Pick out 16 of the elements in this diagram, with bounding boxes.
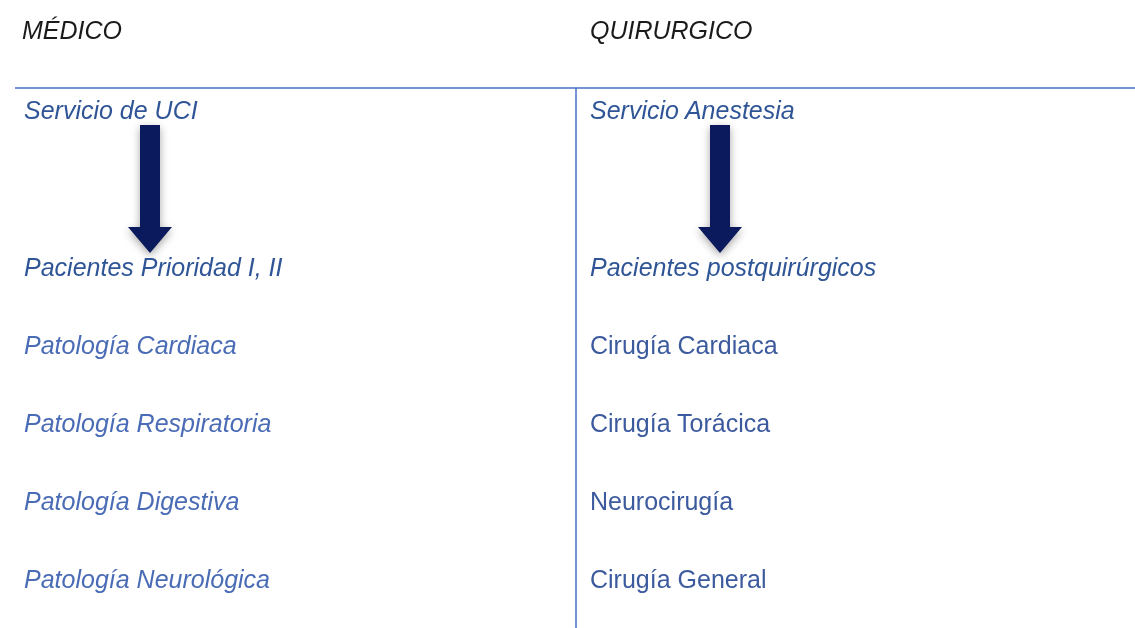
list-item: Patología Neurológica [24, 564, 270, 594]
heading-text: Pacientes Prioridad I, II [24, 252, 283, 282]
down-arrow [698, 125, 742, 253]
column-heading: QUIRURGICO [590, 15, 753, 45]
list-item: Patología Digestiva [24, 486, 240, 516]
list-item: Neurocirugía [590, 486, 734, 516]
list-item: Patología Cardiaca [24, 330, 237, 360]
column-heading: MÉDICO [22, 15, 122, 45]
heading-text: Pacientes postquirúrgicos [590, 252, 877, 282]
list-item: Cirugía Torácica [590, 408, 771, 438]
heading-text: Servicio de UCI [24, 95, 198, 125]
list-item: Cirugía Cardiaca [590, 330, 778, 360]
down-arrow [128, 125, 172, 253]
list-item: Cirugía General [590, 564, 767, 594]
list-item: Patología Respiratoria [24, 408, 272, 438]
heading-text: Servicio Anestesia [590, 95, 795, 125]
